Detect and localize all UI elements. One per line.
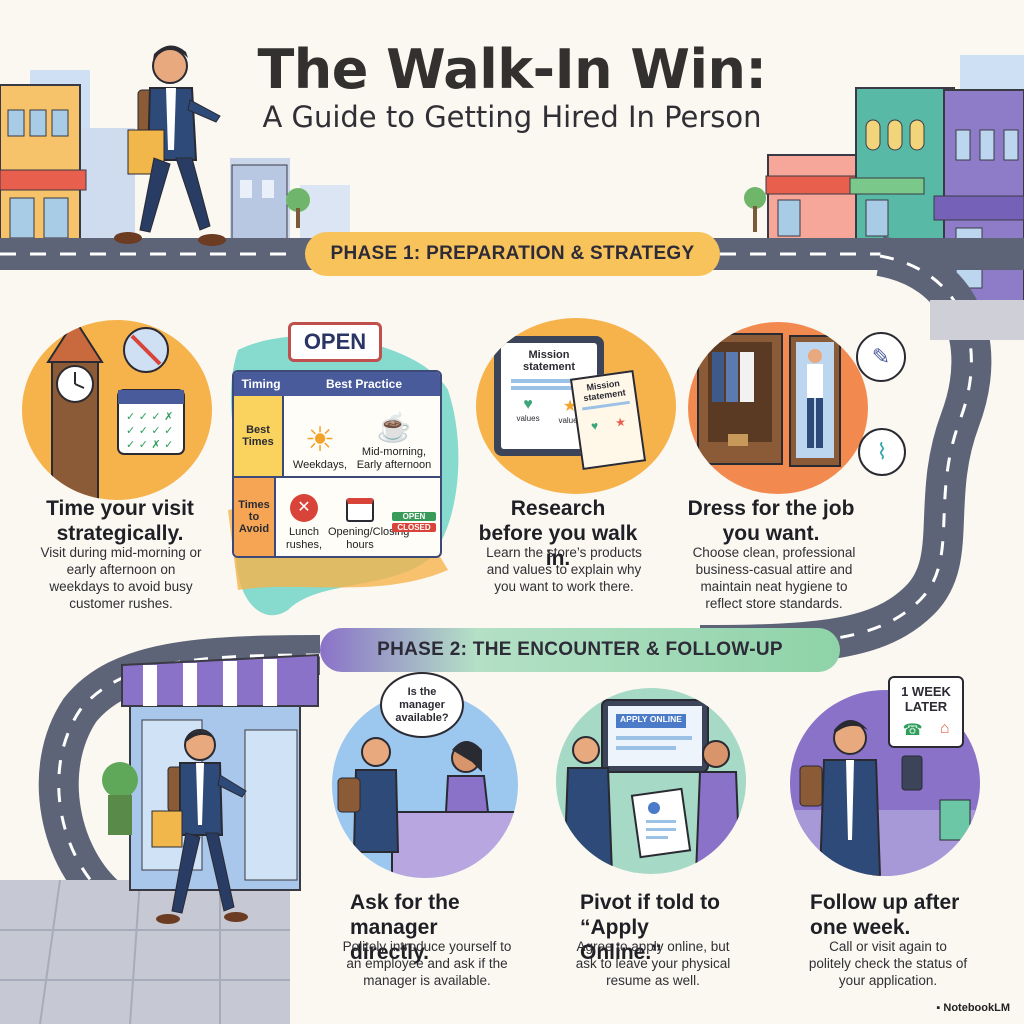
table-row-label: Best Times [234, 396, 284, 476]
card-research-title: Research before you walk in. [478, 497, 638, 570]
svg-text:✓ ✓ ✗ ✓: ✓ ✓ ✗ ✓ [126, 438, 173, 451]
table-cell: Opening/Closing hours [328, 526, 410, 551]
phase2-banner-label: PHASE 2: THE ENCOUNTER & FOLLOW-UP [377, 639, 783, 660]
card-follow-up-desc: Call or visit again to politely check th… [808, 939, 968, 988]
card-time-visit-title: Time your visit strategically. [46, 497, 194, 545]
phone-icon: ☎ [902, 722, 923, 739]
table-row-times-to-avoid: Times to Avoid ✕ Lunch rushes, Opening/C… [234, 478, 440, 556]
notebooklm-logo-icon: ▪ [936, 1002, 944, 1014]
svg-text:✓ ✓ ✓ ✗: ✓ ✓ ✓ ✗ [126, 410, 173, 423]
walking-man-illustration [114, 45, 226, 246]
values-label: values [558, 416, 582, 425]
card-ask-manager-desc: Politely introduce yourself to an employ… [342, 939, 512, 988]
speech-bubble: Is the manager available? [380, 672, 464, 738]
table-row-best-times: Best Times ☀ Weekdays, ☕ Mid-morning, Ea… [234, 396, 440, 478]
speech-bubble-text: Is the manager available? [395, 685, 449, 724]
page-title: The Walk-In Win: [257, 38, 767, 101]
notebooklm-credit: ▪ NotebookLM [936, 1002, 1010, 1014]
timing-table-header: Timing Best Practice [234, 372, 440, 396]
heart-icon: ♥ [523, 396, 533, 413]
open-sign: OPEN [288, 322, 382, 362]
week-later-text: 1 WEEK LATER [901, 684, 951, 714]
mission-heading: Mission statement [582, 378, 627, 404]
star-icon: ★ [614, 414, 627, 430]
coffee-cup-icon: ☕ [376, 412, 412, 443]
mission-heading: Mission statement [523, 349, 575, 373]
calendar-icon [346, 498, 374, 522]
hair-dryer-icon: ⌇ [858, 428, 906, 476]
card-ask-manager-title: Ask for the manager directly. [350, 891, 460, 964]
man-at-store-illustration [151, 729, 248, 924]
svg-text:✓ ✓ ✓ ✓: ✓ ✓ ✓ ✓ [126, 424, 173, 437]
mini-open-sign: OPEN [392, 512, 436, 521]
card-pivot-title: Pivot if told to “Apply Online.” [580, 891, 720, 964]
card-research-desc: Learn the store’s products and values to… [486, 545, 642, 594]
apply-online-illustration [556, 688, 746, 874]
table-col-timing: Timing [241, 377, 281, 391]
mini-closed-sign: CLOSED [392, 523, 436, 532]
fork-knife-icon: ✕ [290, 494, 318, 522]
time-visit-illustration: ✓ ✓ ✓ ✗ ✓ ✓ ✓ ✓ ✓ ✓ ✗ ✓ [22, 320, 212, 500]
card-follow-up-title: Follow up after one week. [810, 891, 960, 939]
table-cell: Lunch rushes, [285, 526, 323, 551]
store-icon: ⌂ [939, 720, 950, 737]
dress-illustration [688, 322, 868, 494]
table-col-best-practice: Best Practice [325, 377, 403, 391]
heart-icon: ♥ [590, 418, 600, 434]
comb-toothbrush-icon: ✎ [856, 332, 906, 382]
ask-manager-illustration [332, 692, 518, 878]
table-cell: Mid-morning, Early afternoon [356, 446, 432, 471]
card-pivot-desc: Agree to apply online, but ask to leave … [575, 939, 731, 988]
phase1-banner: PHASE 1: PREPARATION & STRATEGY [305, 232, 720, 276]
card-dress-title: Dress for the job you want. [687, 497, 855, 545]
phase2-banner: PHASE 2: THE ENCOUNTER & FOLLOW-UP [320, 628, 840, 672]
card-time-visit-desc: Visit during mid-morning or early aftern… [40, 545, 202, 611]
card-dress-desc: Choose clean, professional business-casu… [692, 545, 856, 611]
phase1-banner-label: PHASE 1: PREPARATION & STRATEGY [330, 243, 695, 264]
credit-text: NotebookLM [943, 1002, 1010, 1014]
apply-online-label: APPLY ONLINE [620, 714, 682, 724]
research-illustration: Mission statement ♥values ★values Missio… [476, 318, 676, 494]
table-row-label: Times to Avoid [234, 478, 276, 556]
week-later-calendar: 1 WEEK LATER ☎ ⌂ [888, 676, 964, 748]
page-subtitle: A Guide to Getting Hired In Person [262, 100, 762, 134]
sun-icon: ☀ [304, 421, 336, 459]
table-cell: Weekdays, [292, 459, 348, 471]
values-label: values [516, 414, 540, 423]
timing-table: Timing Best Practice Best Times ☀ Weekda… [232, 370, 442, 558]
